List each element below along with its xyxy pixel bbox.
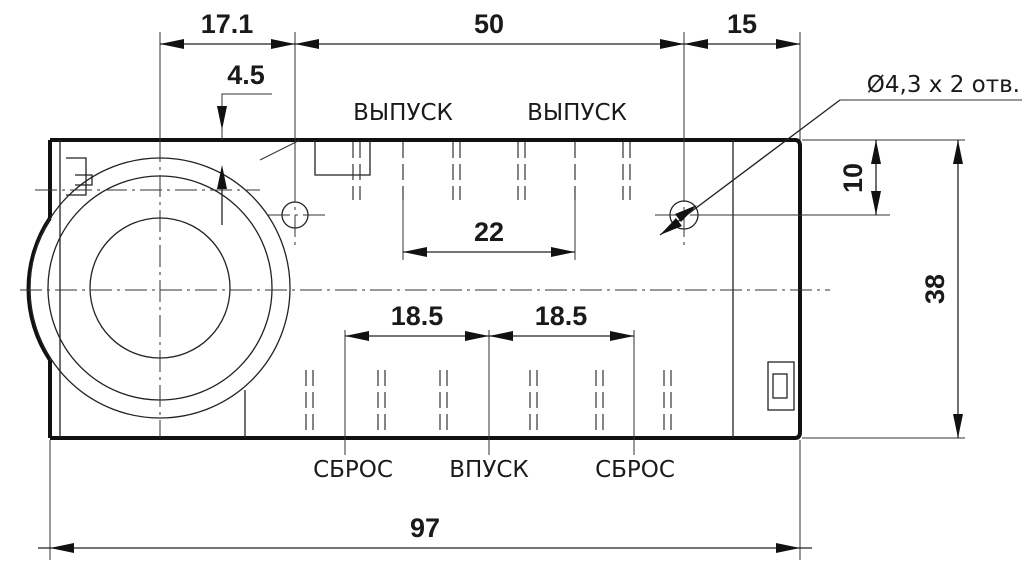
center-lines [20, 140, 830, 438]
label-hole-note: Ø4,3 x 2 отв. [867, 72, 1020, 98]
inlet-port-lines [305, 370, 672, 436]
extension-lines [49, 32, 965, 560]
dim-hole-vertical: 10 [838, 163, 868, 193]
label-exhaust-right: ВЫПУСК [527, 100, 627, 126]
dimension-lines [38, 39, 1022, 553]
dim-top-middle: 50 [474, 9, 504, 39]
dim-height: 38 [920, 274, 950, 304]
inner-face-lines [59, 139, 795, 438]
dim-top-left: 17.1 [201, 9, 254, 39]
dim-spacing-right: 18.5 [535, 301, 588, 331]
dim-ports-spacing: 22 [474, 217, 504, 247]
label-reset-left: СБРОС [313, 457, 393, 483]
dim-overall-width: 97 [410, 513, 440, 543]
label-reset-right: СБРОС [595, 457, 675, 483]
label-inlet: ВПУСК [449, 457, 528, 483]
dim-spacing-left: 18.5 [391, 301, 444, 331]
dim-offset: 4.5 [227, 60, 265, 90]
label-exhaust-left: ВЫПУСК [353, 100, 453, 126]
body-outline [26, 138, 802, 440]
dim-top-right: 15 [727, 9, 757, 39]
exhaust-port-lines [352, 142, 631, 200]
